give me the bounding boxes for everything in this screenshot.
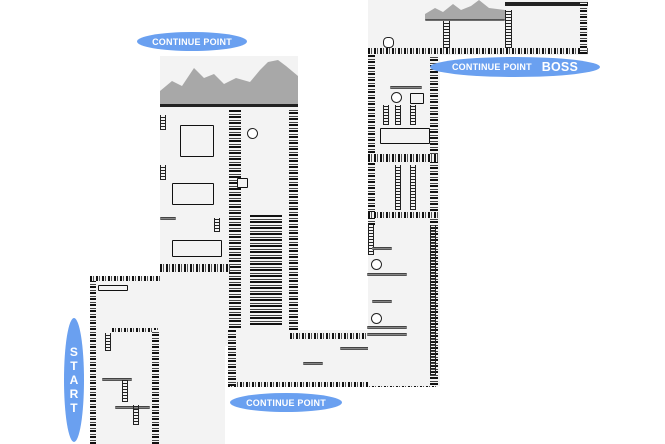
continue-point-label-bottom: CONTINUE POINT — [230, 393, 342, 412]
wall-left-tower-floor — [160, 264, 230, 272]
platform — [425, 19, 505, 21]
start-letter: A — [69, 373, 79, 387]
wall-start-right — [152, 330, 159, 444]
start-letter: S — [69, 345, 79, 359]
ladder — [383, 105, 389, 125]
platform — [102, 378, 132, 381]
block-item — [410, 93, 424, 104]
continue-point-label-top: CONTINUE POINT — [137, 32, 247, 51]
start-letter: T — [70, 359, 78, 373]
platform — [372, 247, 392, 250]
wall-column — [250, 215, 282, 325]
ledge — [98, 285, 128, 291]
ladder — [160, 115, 166, 130]
block-item — [237, 178, 248, 188]
wall-boss-top — [505, 2, 588, 6]
wall-corridor-top — [290, 333, 370, 339]
block-shape — [180, 125, 214, 157]
ladder — [505, 10, 512, 48]
ring-item — [371, 259, 382, 270]
platform — [367, 333, 407, 336]
continue-point-text: CONTINUE POINT — [451, 62, 532, 72]
ladder — [395, 165, 401, 210]
ladder — [122, 380, 128, 402]
ladder — [133, 405, 139, 425]
wall-right-tower-right — [430, 55, 438, 385]
continue-point-text: CONTINUE POINT — [246, 397, 326, 408]
wall-start-left — [90, 276, 96, 444]
ladder — [160, 165, 166, 180]
platform-box — [172, 240, 222, 257]
ladder — [368, 225, 374, 255]
ladder — [410, 105, 416, 125]
ladder — [410, 165, 416, 210]
wall-right-tower-mid — [368, 154, 438, 162]
ring-item — [371, 313, 382, 324]
wall-corridor-bottom — [228, 382, 438, 387]
platform — [372, 300, 392, 303]
ladder — [430, 225, 436, 375]
ring-item — [383, 37, 394, 48]
mountains-backdrop — [425, 0, 505, 20]
ring-item — [247, 128, 258, 139]
platform — [160, 217, 176, 220]
continue-point-boss-label: CONTINUE POINT BOSS — [430, 57, 600, 77]
wall-start-top — [90, 276, 225, 281]
boss-text: BOSS — [541, 60, 579, 74]
wall-right-tower-shelf — [368, 212, 438, 218]
ladder — [214, 218, 220, 232]
wall-left-tower-right — [289, 110, 298, 330]
mountains-backdrop — [160, 60, 298, 106]
platform — [390, 86, 422, 89]
ladder — [395, 105, 401, 125]
start-letter: T — [70, 401, 78, 415]
platform — [367, 273, 407, 276]
platform — [340, 347, 375, 350]
ring-item — [391, 92, 402, 103]
platform — [367, 326, 407, 329]
wall-corridor-left — [228, 330, 236, 386]
wall-boss-right — [580, 2, 587, 54]
start-label: S T A R T — [64, 318, 84, 442]
block-shape — [172, 183, 214, 205]
ladder — [443, 20, 450, 48]
continue-point-text: CONTINUE POINT — [152, 36, 232, 47]
wall-left-tower-inner — [229, 110, 241, 346]
start-letter: R — [69, 387, 79, 401]
ladder — [105, 333, 111, 351]
wall-boss-bottom — [368, 48, 588, 54]
wall-left-tower-top — [160, 104, 298, 107]
platform-box — [380, 128, 430, 144]
wall-right-tower-left — [368, 0, 375, 225]
platform — [115, 406, 150, 409]
platform — [303, 362, 323, 365]
